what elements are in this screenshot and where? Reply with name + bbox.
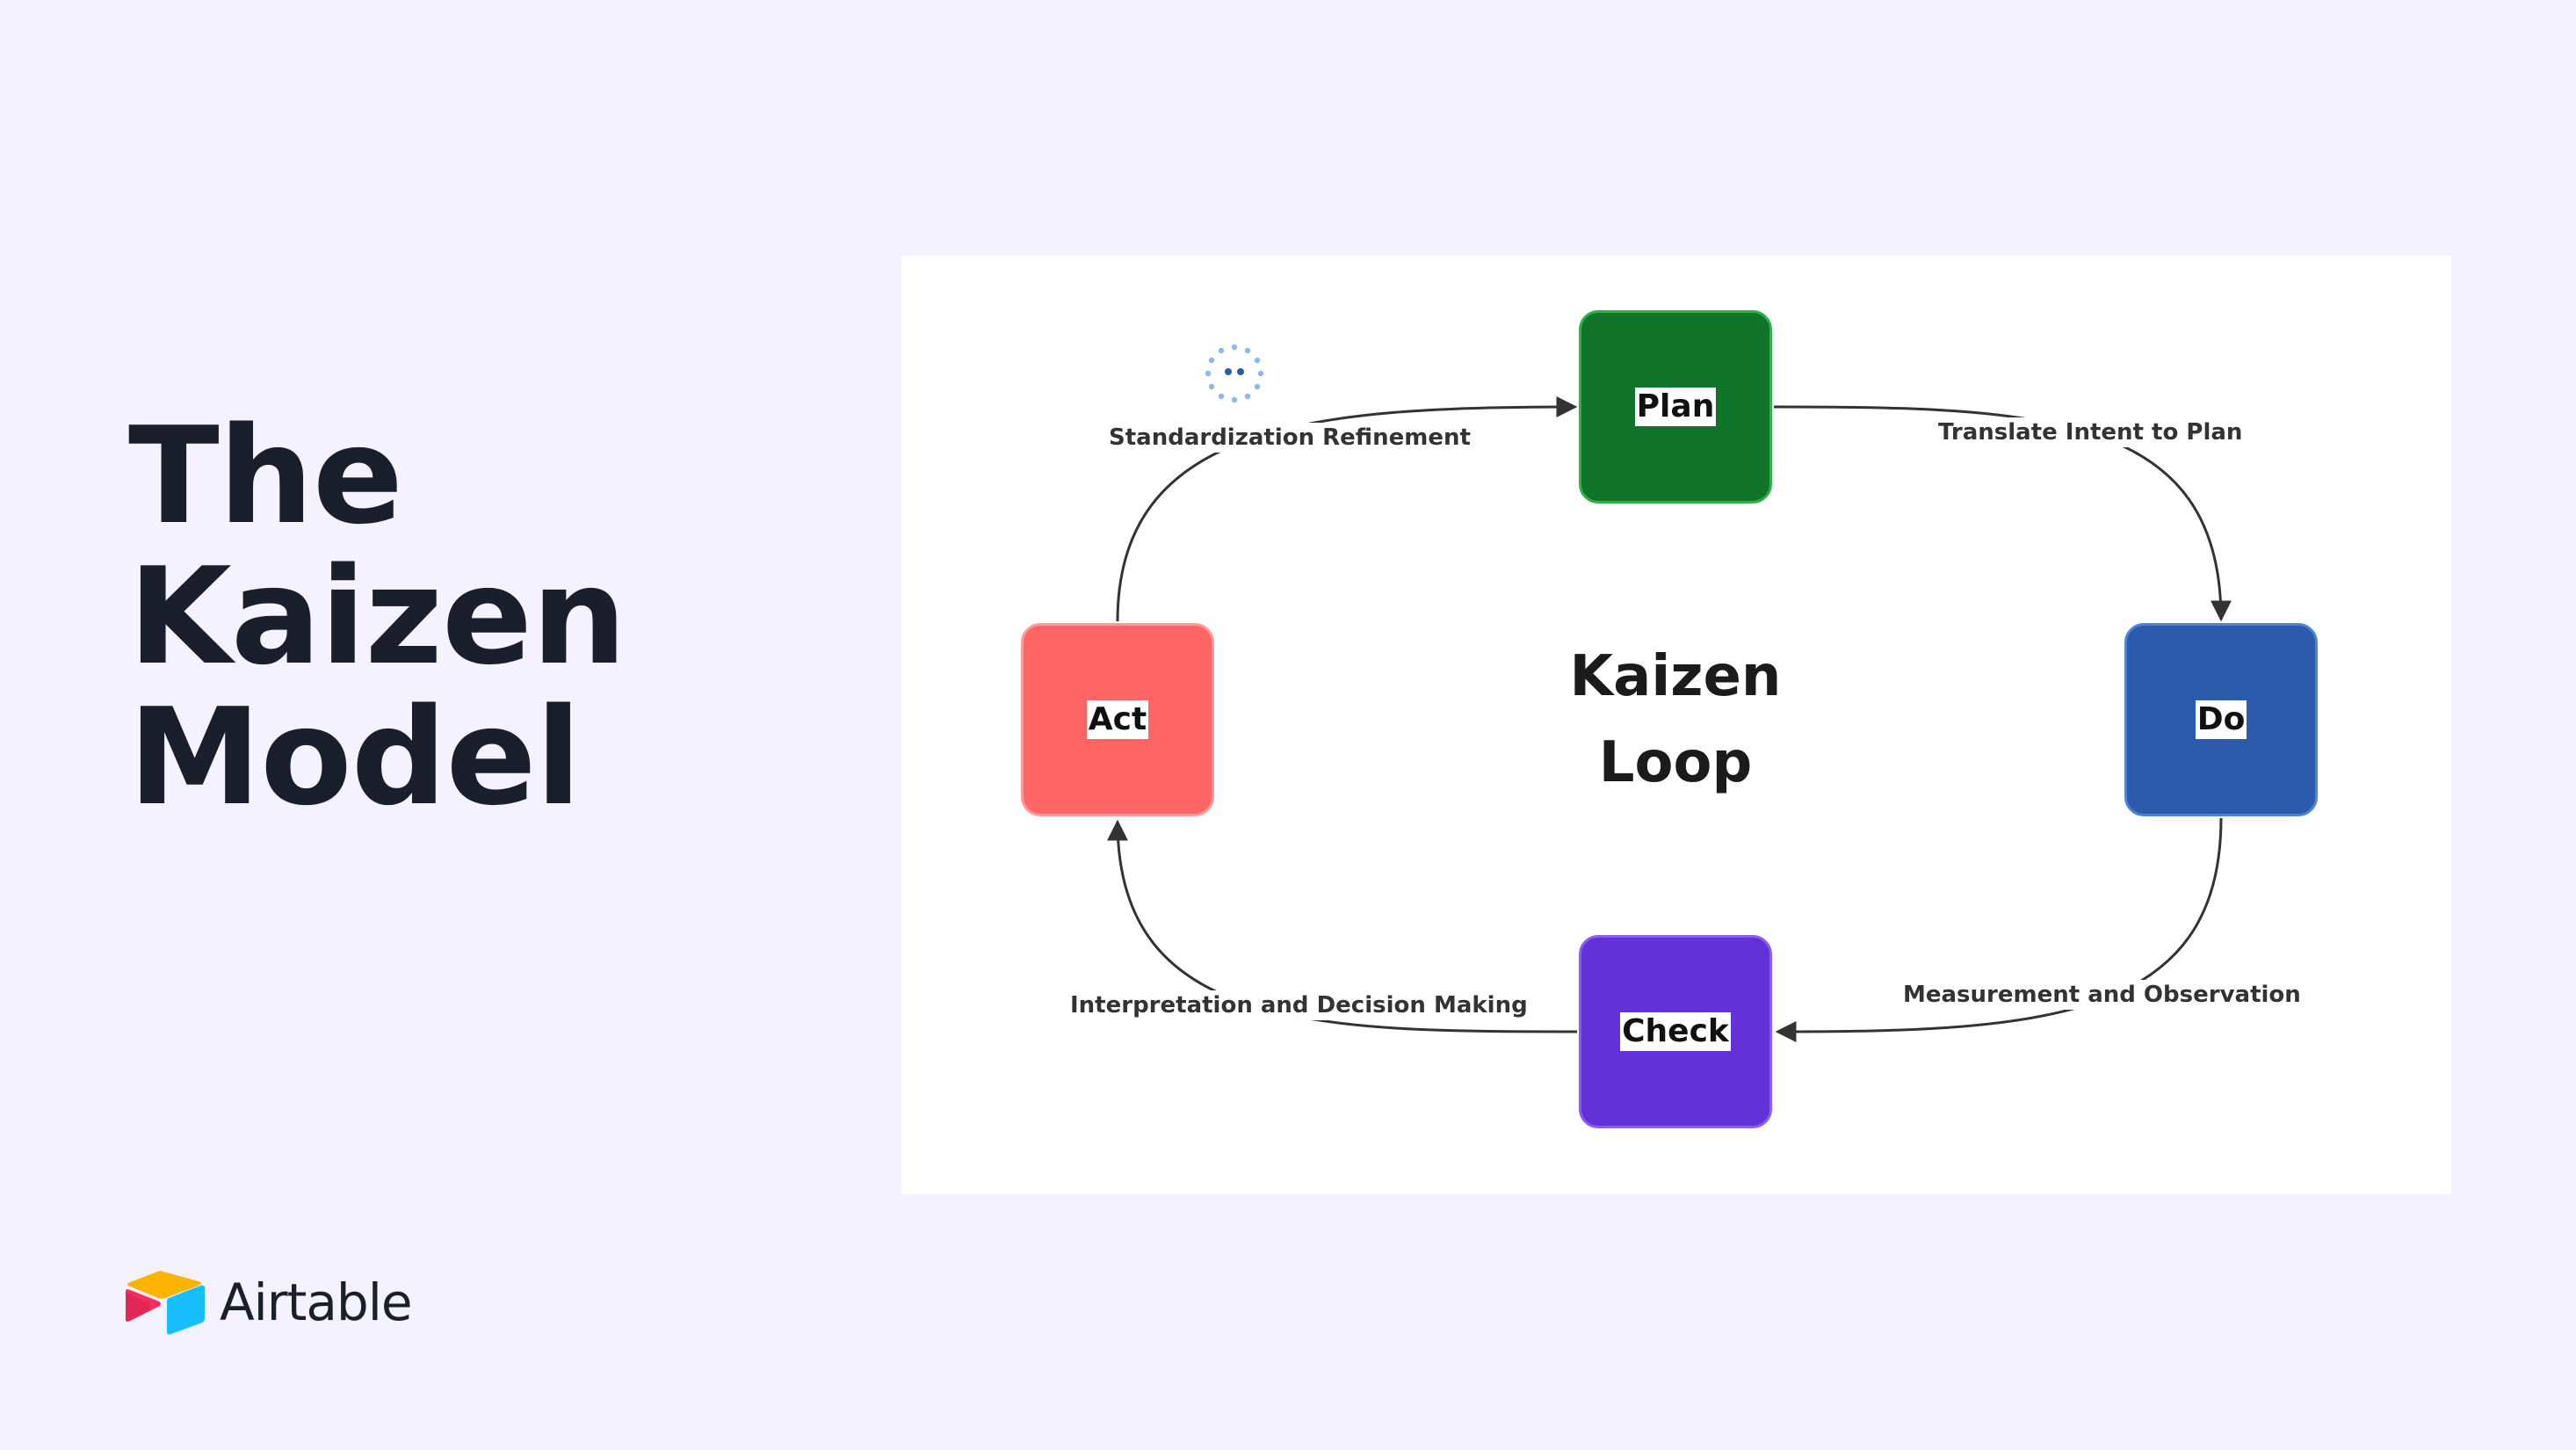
node-act-label: Act <box>1086 700 1149 739</box>
center-title-line-1: Kaizen <box>1569 644 1782 709</box>
node-check: Check <box>1579 935 1772 1128</box>
node-plan-label: Plan <box>1634 388 1717 426</box>
node-do: Do <box>2124 623 2318 816</box>
diagram-center-title: Kaizen Loop <box>1500 634 1851 806</box>
edge-label-translate: Translate Intent to Plan <box>1935 417 2247 447</box>
title-line-3: Model <box>128 679 582 835</box>
diagram-panel: Standardization Refinement Translate Int… <box>901 256 2451 1194</box>
node-plan: Plan <box>1579 310 1772 504</box>
edge-label-measurement: Measurement and Observation <box>1899 980 2305 1010</box>
slide-title: The Kaizen Model <box>128 406 626 828</box>
airtable-logo: Airtable <box>125 1267 413 1338</box>
dotted-spinner-icon <box>1203 342 1266 405</box>
node-act: Act <box>1021 623 1214 816</box>
airtable-logo-icon <box>126 1271 205 1335</box>
node-check-label: Check <box>1620 1012 1731 1051</box>
title-line-1: The <box>128 398 403 554</box>
node-do-label: Do <box>2195 700 2247 739</box>
title-line-2: Kaizen <box>128 539 626 694</box>
center-title-line-2: Loop <box>1598 730 1753 795</box>
edge-label-interpretation: Interpretation and Decision Making <box>1067 990 1531 1020</box>
airtable-logo-text: Airtable <box>220 1272 413 1332</box>
edge-label-standardization: Standardization Refinement <box>1105 423 1474 453</box>
